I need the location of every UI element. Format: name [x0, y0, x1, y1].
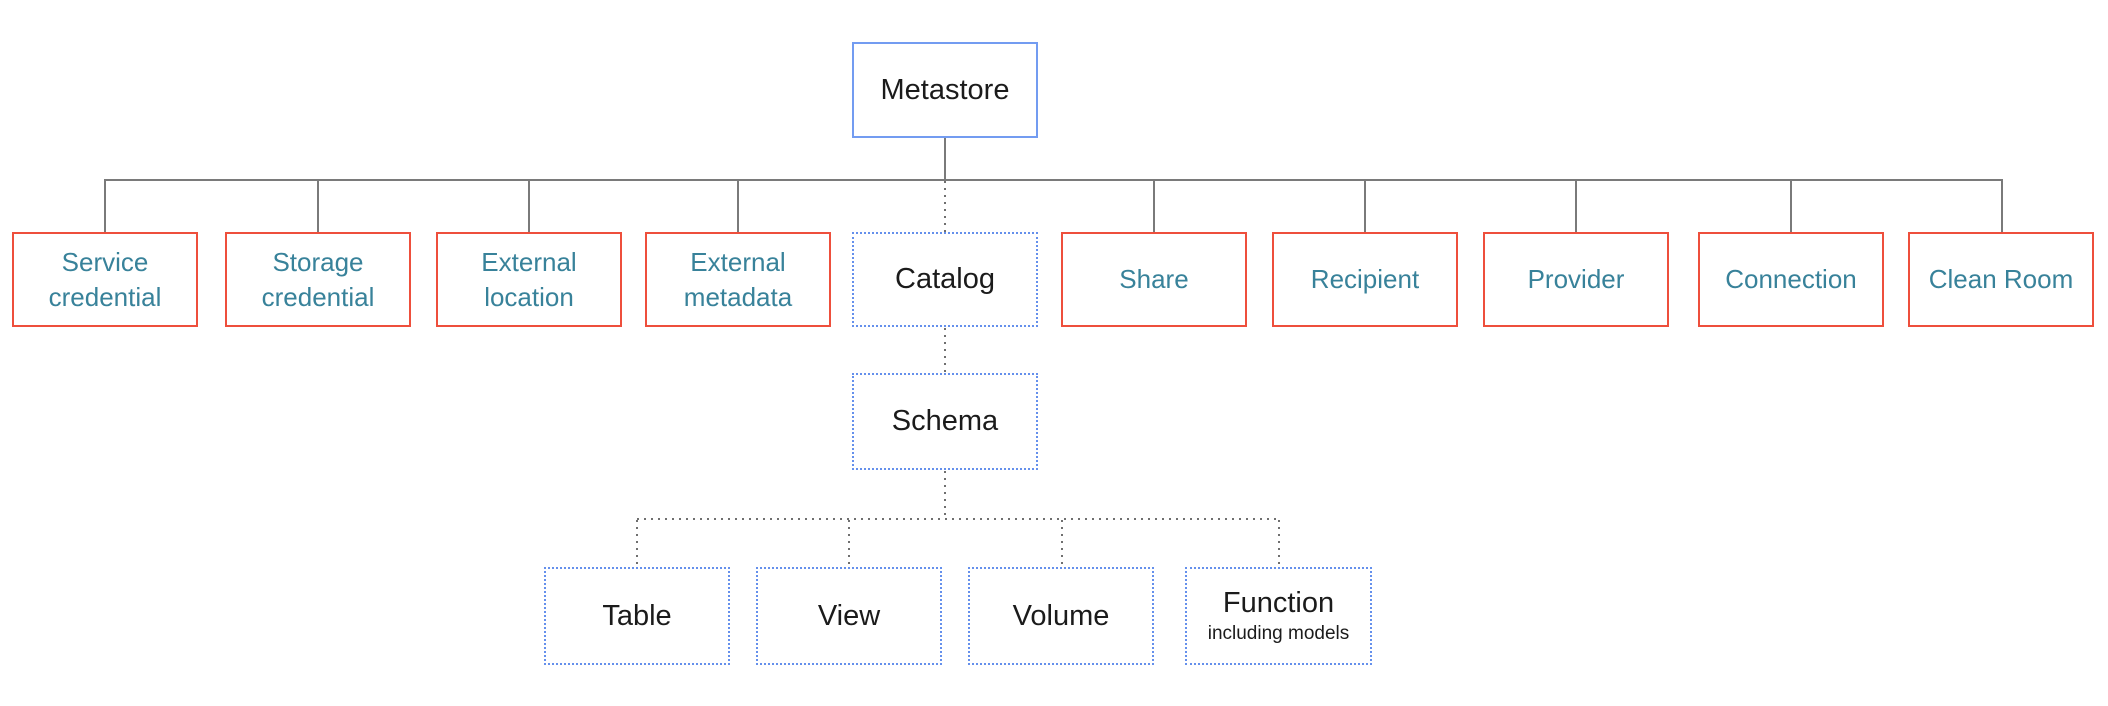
connector-top-bus — [105, 179, 2003, 181]
node-catalog-label: Catalog — [895, 263, 995, 295]
connector-drop-catalog — [944, 181, 946, 232]
node-volume: Volume — [968, 567, 1154, 665]
connector-drop-table — [636, 520, 638, 567]
node-external-metadata-label: External metadata — [683, 247, 793, 312]
node-view: View — [756, 567, 942, 665]
node-connection-label: Connection — [1725, 264, 1857, 295]
node-clean-room: Clean Room — [1908, 232, 2094, 327]
connector-drop-external-metadata — [737, 179, 739, 232]
node-table: Table — [544, 567, 730, 665]
connector-drop-share — [1153, 179, 1155, 232]
node-external-location: External location — [436, 232, 622, 327]
connector-drop-recipient — [1364, 179, 1366, 232]
node-catalog: Catalog — [852, 232, 1038, 327]
connector-catalog-schema — [944, 328, 946, 373]
connector-drop-external-location — [528, 179, 530, 232]
connector-bottom-bus — [637, 518, 1280, 520]
node-volume-label: Volume — [1012, 599, 1110, 632]
node-provider: Provider — [1483, 232, 1669, 327]
connector-drop-connection — [1790, 179, 1792, 232]
node-recipient-label: Recipient — [1310, 264, 1420, 295]
node-provider-label: Provider — [1527, 264, 1625, 295]
node-schema-label: Schema — [891, 405, 999, 437]
node-view-label: View — [817, 599, 881, 632]
connector-drop-volume — [1061, 520, 1063, 567]
node-share: Share — [1061, 232, 1247, 327]
node-service-credential-label: Service credential — [48, 247, 162, 312]
node-schema: Schema — [852, 373, 1038, 470]
node-function: Function including models — [1185, 567, 1372, 665]
node-share-label: Share — [1119, 264, 1189, 295]
connector-drop-storage-credential — [317, 179, 319, 232]
connector-drop-function — [1278, 520, 1280, 567]
node-table-label: Table — [602, 599, 672, 632]
node-external-metadata: External metadata — [645, 232, 831, 327]
node-connection: Connection — [1698, 232, 1884, 327]
node-clean-room-label: Clean Room — [1928, 264, 2074, 295]
connector-metastore-stem — [944, 138, 946, 180]
node-external-location-label: External location — [481, 247, 577, 312]
connector-drop-provider — [1575, 179, 1577, 232]
node-metastore: Metastore — [852, 42, 1038, 138]
node-function-label: Function — [1222, 587, 1335, 619]
node-service-credential: Service credential — [12, 232, 198, 327]
connector-drop-clean-room — [2001, 179, 2003, 232]
node-recipient: Recipient — [1272, 232, 1458, 327]
node-storage-credential-label: Storage credential — [261, 247, 375, 312]
connector-drop-service-credential — [104, 179, 106, 232]
node-metastore-label: Metastore — [880, 73, 1010, 106]
connector-drop-view — [848, 520, 850, 567]
node-storage-credential: Storage credential — [225, 232, 411, 327]
connector-schema-stem — [944, 471, 946, 518]
node-function-sublabel: including models — [1207, 623, 1350, 644]
